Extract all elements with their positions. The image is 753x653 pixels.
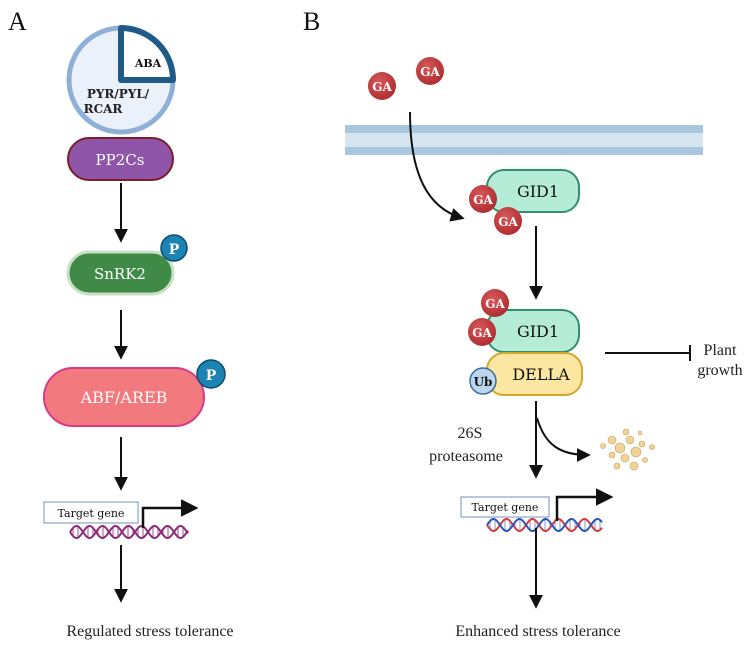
snrk2-phospho-badge (160, 234, 188, 262)
receptor-label-line2: RCAR (84, 102, 124, 116)
ga-bound-top-1-label: GA (473, 193, 493, 207)
dna-strand-2 (486, 518, 603, 532)
ubiquitin-label: Ub (474, 375, 493, 389)
ga-bound-bottom-1 (481, 289, 509, 317)
ga-free-2-label: GA (420, 65, 440, 79)
ga-molecule-free-1 (368, 72, 396, 100)
dna-strand-1 (486, 518, 603, 532)
cell-membrane (345, 125, 703, 155)
pp2cs-node: PP2Cs (67, 137, 174, 181)
proteasome-line1: 26S (458, 425, 483, 442)
snrk2-label: SnRK2 (94, 265, 146, 283)
target-gene-b-box (460, 496, 550, 518)
target-gene-a-label: Target gene (58, 507, 125, 520)
snrk2-phospho-label: P (169, 242, 180, 258)
gid1-della-complex: GID1 GA GA DELLA Ub (468, 289, 583, 396)
panel-a-letter: A (8, 7, 27, 36)
snrk2-pill (66, 250, 175, 296)
snrk2-node: SnRK2 P (66, 234, 188, 296)
ga-free-1-label: GA (372, 80, 392, 94)
target-gene-b-label: Target gene (472, 501, 539, 514)
target-gene-a: Target gene (43, 499, 199, 539)
ga-bound-top-2 (494, 207, 522, 235)
della-label: DELLA (512, 365, 570, 384)
aba-label: ABA (134, 57, 162, 70)
outcome-a: Regulated stress tolerance (66, 623, 233, 640)
panel-b-letter: B (303, 7, 320, 36)
pp2cs-pill (67, 137, 174, 181)
ga-bound-top-2-label: GA (498, 215, 518, 229)
ga-bound-top-1 (469, 185, 497, 213)
abf-areb-node: ABF/AREB P (43, 359, 226, 427)
ga-molecule-free-2 (416, 57, 444, 85)
membrane-inner-leaflet (345, 147, 703, 155)
aba-wedge (118, 25, 176, 83)
abf-areb-label: ABF/AREB (80, 388, 168, 407)
outcome-b: Enhanced stress tolerance (455, 623, 620, 640)
inhibition-plant-growth: Plant growth (605, 342, 743, 379)
proteasome-line2: proteasome (429, 448, 503, 465)
gid1-top-label: GID1 (517, 182, 559, 201)
arrow-ga-entry (409, 111, 465, 222)
free-ga-molecules: GA GA (368, 57, 444, 100)
ga-bound-bottom-2-label: GA (472, 326, 492, 340)
ubiquitin-badge (469, 367, 497, 395)
transcription-start-arrow-b (555, 488, 614, 521)
abf-phospho-badge (196, 359, 226, 389)
plant-growth-line2: growth (697, 362, 742, 379)
gid1-top-complex: GID1 GA GA (469, 169, 580, 235)
target-gene-a-box (43, 501, 139, 524)
transcription-start-arrow-a (141, 499, 199, 528)
abf-phospho-label: P (206, 368, 217, 384)
degraded-della-fragments (600, 428, 655, 471)
membrane-outer-leaflet (345, 125, 703, 133)
dna-helix-a (69, 525, 189, 539)
receptor-complex: ABA PYR/PYL/ RCAR (66, 25, 176, 135)
dna-strand-1 (69, 525, 189, 539)
ga-bound-bottom-2 (468, 318, 496, 346)
receptor-label-line1: PYR/PYL/ (87, 87, 150, 101)
abf-areb-pill (43, 367, 205, 427)
plant-growth-line1: Plant (704, 342, 737, 359)
arrow-della-degradation (536, 417, 591, 462)
pp2cs-label: PP2Cs (96, 151, 145, 169)
ga-bound-bottom-1-label: GA (485, 297, 505, 311)
gid1-bottom-label: GID1 (517, 322, 559, 341)
dna-strand-2 (69, 525, 189, 539)
dna-helix-b (486, 518, 603, 532)
target-gene-b: Target gene (460, 488, 614, 532)
